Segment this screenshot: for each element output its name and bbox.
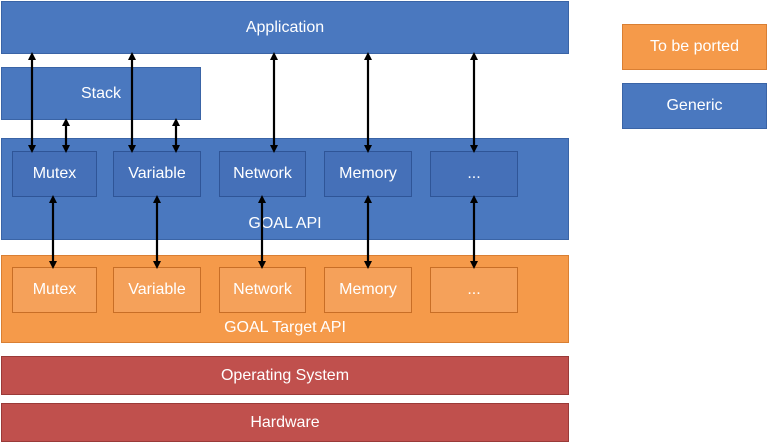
goal-target-api-label: GOAL Target API [224, 319, 346, 336]
api-module-label: Network [233, 165, 292, 182]
target-module-memory: Memory [324, 267, 412, 313]
hardware-layer: Hardware [1, 403, 569, 442]
api-module-network: Network [219, 151, 306, 197]
target-module-label: Memory [339, 281, 397, 298]
application-layer: Application [1, 1, 569, 54]
api-module-variable: Variable [113, 151, 201, 197]
target-module-network: Network [219, 267, 306, 313]
stack-label: Stack [80, 84, 121, 102]
target-module-label: Variable [128, 281, 186, 298]
goal-api-label: GOAL API [248, 215, 322, 232]
target-module-label: Network [233, 281, 292, 298]
api-module-label: Mutex [32, 165, 77, 182]
legend-to-be-ported: To be ported [622, 24, 767, 70]
target-module-more: ... [430, 267, 518, 313]
stack-layer: Stack [1, 67, 201, 120]
api-module-memory: Memory [324, 151, 412, 197]
target-module-label: ... [467, 281, 481, 298]
api-module-mutex: Mutex [12, 151, 97, 197]
api-module-label: Memory [339, 165, 397, 182]
legend-generic: Generic [622, 83, 767, 129]
operating-system-layer: Operating System [1, 356, 569, 395]
legend-to-be-ported-label: To be ported [650, 38, 739, 55]
api-module-label: ... [467, 165, 481, 182]
api-module-label: Variable [128, 165, 186, 182]
target-module-label: Mutex [32, 281, 77, 298]
application-label: Application [245, 18, 325, 36]
target-module-variable: Variable [113, 267, 201, 313]
operating-system-label: Operating System [220, 366, 350, 384]
api-module-more: ... [430, 151, 518, 197]
hardware-label: Hardware [250, 413, 320, 431]
target-module-mutex: Mutex [12, 267, 97, 313]
legend-generic-label: Generic [666, 97, 723, 114]
